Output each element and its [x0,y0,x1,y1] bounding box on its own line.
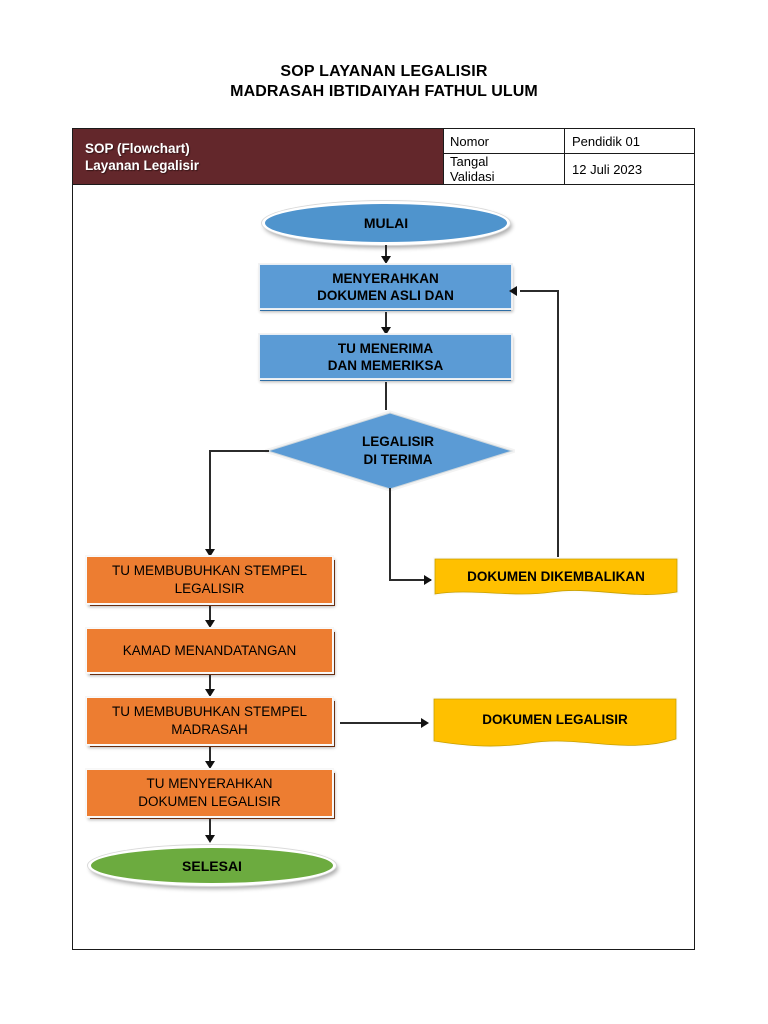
edge-sign-to-stampmadr-arrow [205,689,215,697]
edge-decision-to-returned-v [389,488,391,580]
flow-node-handover[interactable]: TU MENYERAHKAN DOKUMEN LEGALISIR [85,768,334,818]
flow-node-submit-label-1: MENYERAHKAN [332,270,439,286]
sop-header-label-validasi: Validasi [450,169,495,184]
decision-diamond-icon [265,410,515,492]
document-shape-icon [432,697,678,749]
edge-submit-to-receive-arrow [381,327,391,335]
edge-returned-to-submit-arrow [509,286,517,296]
sop-header-label-tangal-validasi: Tangal Validasi [444,154,565,185]
flow-node-stamp-legalisir-label-1: TU MEMBUBUHKAN STEMPEL [111,563,308,578]
document-shape-icon [433,557,679,597]
sop-header-table: SOP (Flowchart) Layanan Legalisir Nomor … [72,128,695,185]
edge-start-to-submit-arrow [381,256,391,264]
flow-node-handover-label-2: DOKUMEN LEGALISIR [138,794,281,809]
flow-node-stamp-madrasah-label-2: MADRASAH [171,722,248,737]
edge-stamp-to-sign-line [209,606,211,626]
sop-header-label-tangal: Tangal [450,154,489,169]
flow-node-receive[interactable]: TU MENERIMA DAN MEMERIKSA [258,333,513,380]
sop-header-meta: Nomor Pendidik 01 Tangal Validasi 12 Jul… [444,128,695,185]
flow-node-handover-label-1: TU MENYERAHKAN [146,776,273,791]
sop-document-frame [72,128,695,950]
flow-node-sign-label-1: KAMAD MENANDATANGAN [122,642,297,658]
page-title-line-1: SOP LAYANAN LEGALISIR [280,63,488,80]
flow-node-stamp-legalisir[interactable]: TU MEMBUBUHKAN STEMPEL LEGALISIR [85,555,334,605]
edge-returned-to-submit-v [557,290,559,558]
flow-node-end[interactable]: SELESAI [88,845,336,886]
flow-node-decision[interactable]: LEGALISIR DI TERIMA [265,410,515,492]
edge-decision-to-returned-h [389,579,431,581]
edge-start-to-submit-line [385,245,387,262]
edge-stampmadr-to-legalized-arrow [421,718,429,728]
flow-node-submit[interactable]: MENYERAHKAN DOKUMEN ASLI DAN [258,263,513,310]
sop-header-value-nomor: Pendidik 01 [565,128,695,154]
edge-handover-to-end-arrow [205,835,215,843]
flow-node-decision-label-1: LEGALISIR [361,434,434,449]
edge-stampmadr-to-legalized-line [340,722,426,724]
flow-node-sign[interactable]: KAMAD MENANDATANGAN [85,627,334,674]
sop-header-row-tangal-validasi: Tangal Validasi 12 Juli 2023 [444,154,695,185]
page-title: SOP LAYANAN LEGALISIR MADRASAH IBTIDAIYA… [0,62,768,102]
edge-receive-to-decision-line [385,382,387,410]
edge-sign-to-stampmadr-line [209,675,211,695]
sop-header-value-tangal-validasi: 12 Juli 2023 [565,154,695,185]
edge-stampmadr-to-handover-line [209,747,211,767]
flow-node-legalized[interactable]: DOKUMEN LEGALISIR [430,695,680,757]
flow-node-returned-label: DOKUMEN DIKEMBALIKAN [467,568,645,584]
sop-header-title-line-2: Layanan Legalisir [85,157,200,173]
edge-stampmadr-to-handover-arrow [205,761,215,769]
flow-node-legalized-label: DOKUMEN LEGALISIR [482,711,628,727]
sop-header-label-nomor: Nomor [444,128,565,154]
flow-node-receive-label-2: DAN MEMERIKSA [327,357,444,373]
sop-header-title-line-1: SOP (Flowchart) [85,140,190,156]
edge-decision-to-returned-arrow [424,575,432,585]
edge-stamp-to-sign-arrow [205,620,215,628]
edge-decision-to-stamp-arrow [205,549,215,557]
flow-node-stamp-madrasah[interactable]: TU MEMBUBUHKAN STEMPEL MADRASAH [85,696,334,746]
flow-node-returned[interactable]: DOKUMEN DIKEMBALIKAN [432,556,680,601]
flow-node-end-label: SELESAI [182,857,242,874]
edge-decision-to-stamp-v [209,450,211,555]
page-title-line-2: MADRASAH IBTIDAIYAH FATHUL ULUM [230,83,538,100]
edge-decision-to-stamp-h [209,450,269,452]
edge-returned-to-submit-h [520,290,558,292]
flow-node-stamp-madrasah-label-1: TU MEMBUBUHKAN STEMPEL [111,704,308,719]
sop-header-row-nomor: Nomor Pendidik 01 [444,128,695,154]
flow-node-receive-label-1: TU MENERIMA [337,340,434,356]
flow-node-stamp-legalisir-label-2: LEGALISIR [174,581,245,596]
edge-handover-to-end-line [209,819,211,841]
flow-node-submit-label-2: DOKUMEN ASLI DAN [317,287,454,303]
flow-node-decision-label-2: DI TERIMA [363,452,433,467]
sop-header-title-cell: SOP (Flowchart) Layanan Legalisir [72,128,444,185]
flow-node-start-label: MULAI [363,215,409,231]
edge-submit-to-receive-line [385,312,387,333]
flow-node-start[interactable]: MULAI [262,201,510,245]
